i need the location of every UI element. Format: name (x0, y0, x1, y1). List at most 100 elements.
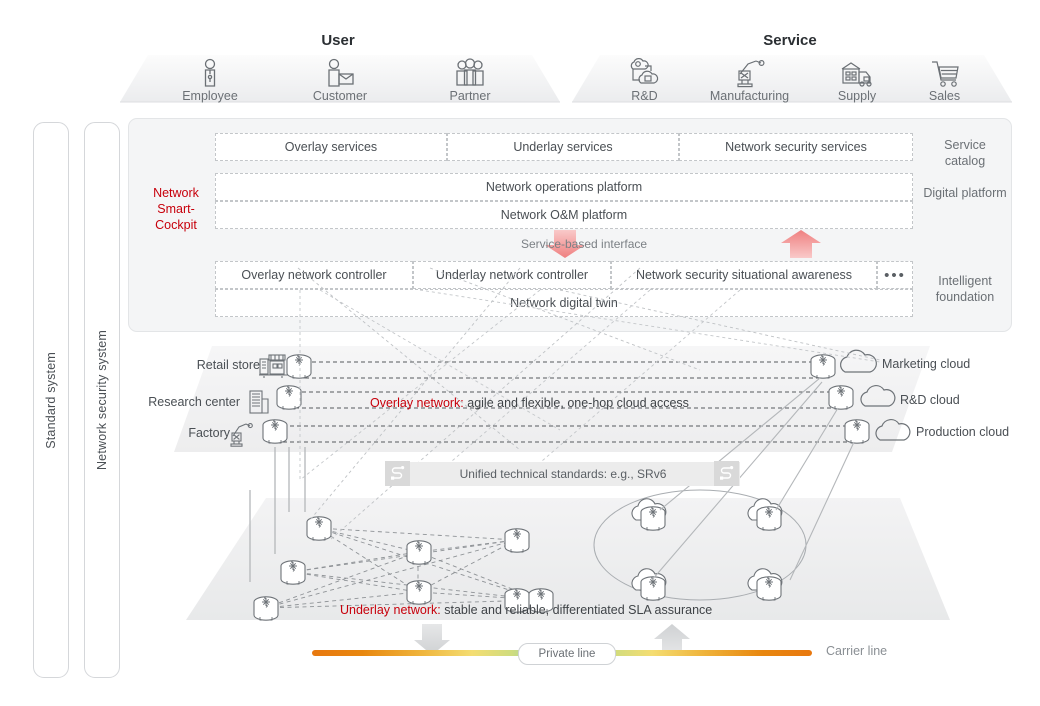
layer-label-text: Intelligent foundation (935, 274, 995, 304)
service-interface-band (215, 229, 913, 259)
cloud-label-text: Marketing cloud (882, 357, 971, 371)
service-item-underlay-services[interactable]: Underlay services (447, 133, 679, 161)
underlay-router (253, 596, 279, 621)
sidebar-network-security-system[interactable]: Network security system (84, 122, 120, 678)
carrier-arrows-svg (414, 624, 690, 655)
robot-arm-icon (734, 58, 766, 88)
overlay-caption-rest: agile and flexible, one-hop cloud access (463, 396, 689, 410)
overlay-site-label-factory: Factory (110, 426, 230, 440)
customer-icon (323, 58, 357, 88)
overlay-network-caption: Overlay network: agile and flexible, one… (370, 396, 689, 410)
foundation-underlay-controller[interactable]: Underlay network controller (413, 261, 611, 289)
service-item-network-security-services[interactable]: Network security services (679, 133, 913, 161)
retail-store-icon (258, 352, 290, 385)
underlay-router (406, 540, 432, 565)
user-band-title: User (321, 32, 355, 49)
ray (299, 289, 541, 481)
underlay-network-caption: Underlay network: stable and reliable, d… (340, 603, 712, 617)
service-item-rnd[interactable]: R&D (600, 58, 690, 103)
service-banner (572, 55, 1012, 103)
rnd-cloud-icon (627, 58, 663, 88)
user-item-customer[interactable]: Customer (275, 58, 405, 103)
overlay-links (276, 361, 854, 443)
cloud-glyphs (839, 349, 911, 441)
layer-label-intelligent-foundation: Intelligent foundation (923, 273, 1007, 305)
ray (429, 289, 651, 481)
cockpit-line-1: Network (153, 186, 199, 200)
network-smart-cockpit-label: Network Smart- Cockpit (137, 185, 215, 233)
foundation-security-awareness[interactable]: Network security situational awareness (611, 261, 877, 289)
layer-label-service-catalog: Service catalog (923, 137, 1007, 169)
carrier-line-label: Carrier line (826, 644, 887, 658)
user-items: Employee Customer (120, 48, 560, 103)
service-item-label: Sales (928, 89, 961, 103)
cockpit-line-2: Smart- (157, 202, 195, 216)
service-band-title: Service (763, 32, 817, 49)
ellipsis-icon: ••• (884, 266, 906, 284)
service-item-manufacturing[interactable]: Manufacturing (690, 58, 810, 103)
private-line-label: Private line (538, 648, 596, 660)
cloud-icon (875, 418, 911, 441)
underlay-caption-lead: Underlay network: (340, 603, 441, 617)
srv6-standard-icon (385, 461, 410, 486)
arrow-down-icon (414, 624, 450, 655)
factory-robot-icon (228, 421, 254, 452)
cloud-icon (860, 384, 896, 407)
private-line-badge[interactable]: Private line (518, 643, 616, 665)
user-item-partner[interactable]: Partner (405, 58, 535, 103)
underlay-plane (186, 498, 950, 620)
overlay-site-label-research: Research center (100, 395, 240, 409)
overlay-site-label-retail: Retail store (120, 358, 260, 372)
cloud-icon (839, 349, 877, 373)
user-item-label: Customer (312, 89, 368, 103)
service-item-label: Supply (837, 89, 877, 103)
cloud-label-text: Production cloud (916, 425, 1010, 439)
service-item-supply[interactable]: Supply (810, 58, 905, 103)
ray (319, 289, 561, 431)
foundation-more-button[interactable]: ••• (877, 261, 913, 289)
platform-rays-svg (299, 289, 881, 481)
site-label-text: Factory (188, 426, 230, 440)
foundation-overlay-controller[interactable]: Overlay network controller (215, 261, 413, 289)
warehouse-truck-icon (838, 58, 876, 88)
unified-standards-text: Unified technical standards: e.g., SRv6 (459, 467, 667, 481)
user-item-employee[interactable]: Employee (145, 58, 275, 103)
service-item-overlay-services[interactable]: Overlay services (215, 133, 447, 161)
ray (419, 289, 881, 363)
overlay-underlay-connectors (249, 447, 306, 582)
partner-icon (453, 58, 487, 88)
network-topology-svg (174, 267, 950, 621)
shopping-cart-icon (929, 58, 961, 88)
digital-platform-operations[interactable]: Network operations platform (215, 173, 913, 201)
underlay-router (406, 580, 432, 605)
site-label-text: Retail store (196, 358, 260, 372)
overlay-cloud-label-rnd: R&D cloud (900, 392, 960, 408)
user-banner (120, 55, 560, 103)
srv6-standard-icon (714, 461, 739, 486)
sidebar-standard-system[interactable]: Standard system (33, 122, 69, 678)
network-platform-panel: Network Smart- Cockpit Overlay services … (128, 118, 1012, 332)
cloud-label-text: R&D cloud (900, 393, 960, 407)
unified-standards-band: Unified technical standards: e.g., SRv6 (386, 462, 740, 486)
employee-icon (197, 58, 223, 88)
layer-label-text: Digital platform (923, 186, 1007, 200)
cockpit-line-3: Cockpit (155, 218, 197, 232)
user-item-label: Partner (449, 89, 491, 103)
service-item-label: Manufacturing (709, 89, 790, 103)
service-item-sales[interactable]: Sales (905, 58, 985, 103)
arrow-up-icon (781, 230, 821, 258)
site-label-text: Research center (148, 395, 240, 409)
layer-label-digital-platform: Digital platform (923, 185, 1007, 201)
underlay-router (280, 560, 306, 585)
research-building-icon (248, 388, 272, 421)
underlay-router (306, 516, 332, 541)
arrow-down-icon (545, 230, 585, 258)
underlay-mesh-links (264, 527, 541, 609)
user-item-label: Employee (182, 89, 238, 103)
arrow-up-icon (654, 624, 690, 655)
service-item-label: R&D (631, 89, 658, 103)
digital-platform-om[interactable]: Network O&M platform (215, 201, 913, 229)
carrier-line-text: Carrier line (826, 644, 888, 658)
ray (519, 289, 741, 481)
